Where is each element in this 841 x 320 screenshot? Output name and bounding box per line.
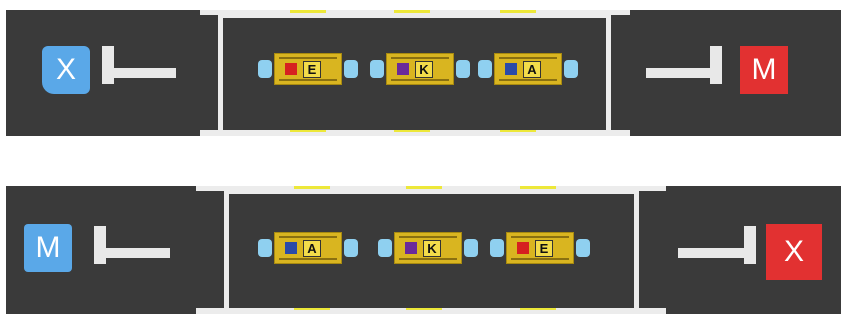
robot: E [490, 232, 590, 264]
bottom-scene: M A K E X [6, 186, 841, 314]
robot-color-square [285, 63, 297, 75]
robot: A [478, 53, 578, 85]
robot: E [258, 53, 358, 85]
left-target-box: M [24, 224, 72, 272]
right-target-box: X [766, 224, 822, 280]
robot-letter: E [303, 61, 321, 78]
robot-letter: K [415, 61, 433, 78]
robot: K [378, 232, 478, 264]
robot-letter: K [423, 240, 441, 257]
right-target-box: M [740, 46, 788, 94]
top-scene: X E K A M [6, 10, 841, 136]
robot-letter: E [535, 240, 553, 257]
robot-color-square [397, 63, 409, 75]
robot-color-square [505, 63, 517, 75]
robot-color-square [517, 242, 529, 254]
left-target-box: X [42, 46, 90, 94]
robot: A [258, 232, 358, 264]
robot-color-square [285, 242, 297, 254]
robot: K [370, 53, 470, 85]
robot-letter: A [523, 61, 541, 78]
robot-color-square [405, 242, 417, 254]
robot-letter: A [303, 240, 321, 257]
